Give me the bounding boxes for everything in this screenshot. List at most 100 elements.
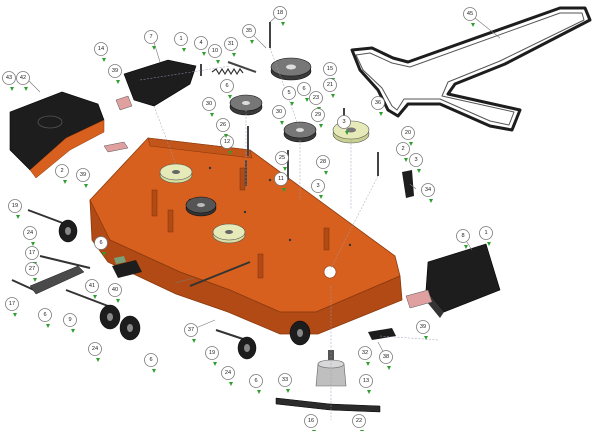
callout-circle (275, 151, 289, 165)
callout-circle (272, 105, 286, 119)
callout-circle (282, 86, 296, 100)
pointer-arrow-icon (281, 22, 285, 26)
callout-9: 9 (63, 313, 77, 333)
mower-blade (275, 397, 381, 413)
callout-10: 10 (208, 44, 222, 64)
callout-number: 39 (112, 68, 118, 74)
callout-number: 15 (327, 66, 333, 72)
callout-36: 36 (371, 96, 385, 116)
callout-6: 6 (297, 82, 311, 102)
callout-circle (337, 115, 351, 129)
callout-6: 6 (94, 236, 108, 256)
callout-45: 45 (463, 7, 477, 27)
callout-4: 4 (194, 36, 208, 56)
pointer-arrow-icon (116, 80, 120, 84)
callout-17: 17 (25, 246, 39, 266)
callout-14: 14 (94, 42, 108, 62)
pointer-arrow-icon (96, 358, 100, 362)
callout-number: 4 (199, 40, 202, 46)
callout-circle (273, 6, 287, 20)
callout-circle (174, 32, 188, 46)
callout-number: 31 (228, 41, 234, 47)
callout-13: 13 (359, 374, 373, 394)
pointer-arrow-icon (319, 124, 323, 128)
callout-21: 21 (323, 78, 337, 98)
callout-circle (323, 62, 337, 76)
discharge-chute (9, 91, 105, 179)
pointer-arrow-icon (280, 121, 284, 125)
callout-layer: 1122333456666667891011121314151617171819… (2, 6, 493, 431)
callout-number: 37 (188, 327, 194, 333)
callout-number: 39 (80, 172, 86, 178)
callout-circle (304, 414, 318, 428)
callout-19: 19 (8, 199, 22, 219)
axles (11, 209, 251, 341)
callout-circle (274, 172, 288, 186)
callout-5: 5 (282, 86, 296, 106)
callout-2: 2 (396, 142, 410, 162)
callout-39: 39 (108, 64, 122, 84)
pointer-arrow-icon (192, 339, 196, 343)
callout-22: 22 (352, 414, 366, 431)
pointer-arrow-icon (257, 390, 261, 394)
pointer-arrow-icon (228, 95, 232, 99)
callout-circle (88, 342, 102, 356)
callout-11: 11 (274, 172, 288, 192)
callout-39: 39 (416, 320, 430, 340)
pointer-arrow-icon (290, 102, 294, 106)
callout-7: 7 (144, 30, 158, 50)
callout-circle (479, 226, 493, 240)
callout-16: 16 (304, 414, 318, 431)
callout-number: 6 (43, 312, 46, 318)
callout-8: 8 (456, 229, 470, 249)
top-baffle (123, 59, 197, 107)
callout-number: 10 (212, 48, 218, 54)
callout-circle (316, 155, 330, 169)
pointer-arrow-icon (10, 87, 14, 91)
callout-32: 32 (358, 346, 372, 366)
callout-number: 6 (149, 357, 152, 363)
callout-number: 25 (279, 155, 285, 161)
callout-circle (5, 297, 19, 311)
callout-circle (25, 262, 39, 276)
callout-6: 6 (38, 308, 52, 328)
drive-belt (350, 6, 592, 132)
pointer-arrow-icon (331, 94, 335, 98)
callout-number: 21 (327, 82, 333, 88)
pointer-arrow-icon (417, 169, 421, 173)
callout-number: 11 (278, 176, 284, 182)
pointer-arrow-icon (93, 295, 97, 299)
callout-circle (456, 229, 470, 243)
callout-number: 19 (209, 350, 215, 356)
callout-42: 42 (16, 71, 30, 91)
callout-number: 6 (254, 378, 257, 384)
pointer-arrow-icon (182, 48, 186, 52)
pointer-arrow-icon (429, 199, 433, 203)
callout-circle (309, 91, 323, 105)
callout-43: 43 (2, 71, 16, 91)
pointer-arrow-icon (16, 215, 20, 219)
callout-circle (416, 320, 430, 334)
callout-number: 26 (220, 122, 226, 128)
callout-1: 1 (479, 226, 493, 246)
callout-number: 2 (60, 168, 63, 174)
callout-circle (278, 373, 292, 387)
callout-28: 28 (316, 155, 330, 175)
callout-circle (184, 323, 198, 337)
callout-circle (108, 283, 122, 297)
callout-1: 1 (174, 32, 188, 52)
callout-circle (194, 36, 208, 50)
pointer-arrow-icon (46, 324, 50, 328)
pointer-arrow-icon (367, 390, 371, 394)
callout-number: 6 (99, 240, 102, 246)
callout-number: 28 (320, 159, 326, 165)
callout-3: 3 (311, 179, 325, 199)
callout-number: 3 (414, 157, 417, 163)
pointer-arrow-icon (84, 184, 88, 188)
pointer-arrow-icon (152, 46, 156, 50)
callout-29: 29 (311, 108, 325, 128)
deck-idler-pulley (185, 196, 217, 217)
pointer-arrow-icon (250, 40, 254, 44)
callout-number: 17 (29, 250, 35, 256)
